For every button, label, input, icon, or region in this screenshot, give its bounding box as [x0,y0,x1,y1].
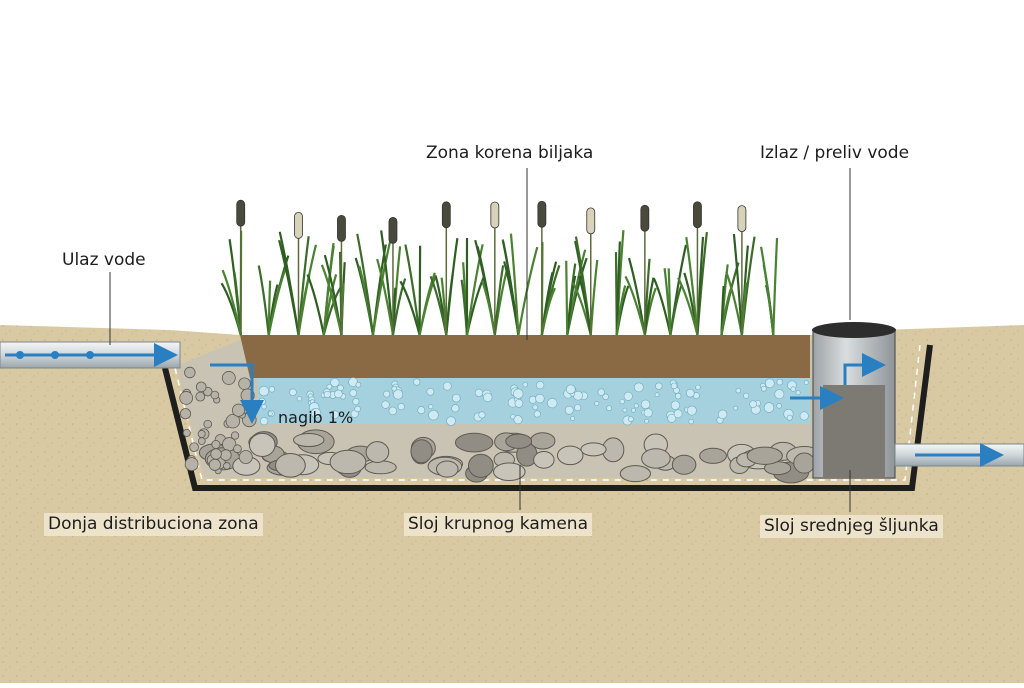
outlet-label: Izlaz / preliv vode [760,143,910,163]
coarse-stone-layer-label: Sloj krupnog kamena [404,513,592,536]
root-zone-layer [240,335,810,378]
distribution-flow-arrow [210,363,264,424]
sky-background [0,0,1024,330]
root-zone-label: Zona korena biljaka [426,143,594,163]
reed-plants [220,199,779,336]
stone-layer [179,366,823,484]
inlet-label: Ulaz vode [62,250,146,270]
medium-gravel-layer-label: Sloj srednjeg šljunka [760,515,943,538]
bottom-distribution-label: Donja distribuciona zona [44,513,263,536]
outlet-tank-lid [812,322,896,338]
outlet-riser-arrow [843,353,886,385]
slope-label: nagib 1% [278,408,354,427]
trench-liner [162,344,933,491]
